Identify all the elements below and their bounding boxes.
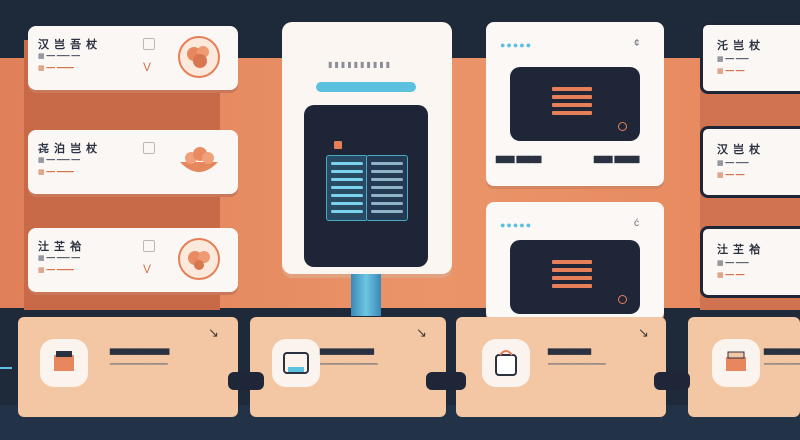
card-title: ▆▆▆▆▆▆▆▆▆▆ [320,348,374,355]
right-card-1[interactable]: 汑 岂 杖 ▦ ━━ ━━━ ▦ ━━ ━━ [700,22,800,94]
card-title: ▆▆▆▆▆▆▆▆ [548,348,592,355]
device-accent-bar [316,82,416,92]
connector-pill [654,372,690,390]
expand-arrow-icon[interactable]: ↘ [416,325,427,340]
bottom-card-4[interactable]: ▆▆▆▆▆▆▆ ━━━━━━━━━━━━━ [688,317,800,417]
tablet-corner-icon: ¢ [634,38,640,49]
screen-panel-left [326,155,368,221]
card-detail: ▦ ━━ ━━ [717,68,745,75]
tablet-header-dots: ●●●●● [500,40,533,50]
box-icon [712,339,760,387]
record-icon [618,122,627,131]
card-detail: ▦ ━━ ━━ [717,272,745,279]
card-title: 汉 岂 杖 [717,144,762,156]
checkbox-icon[interactable] [143,142,155,154]
check-mark-icon: V [143,262,152,276]
right-card-2[interactable]: 汉 岂 杖 ▦ ━━ ━━━ ▦ ━━ ━━ [700,126,800,198]
card-detail: ▦ ━━ ━━━━ [38,65,74,72]
tablet-card-2[interactable]: ●●●●● ć [486,202,664,320]
expand-arrow-icon[interactable]: ↘ [638,325,649,340]
card-subtitle: ━━━━━━━━━━━━━━━━ [110,362,168,368]
expand-arrow-icon[interactable]: ↘ [208,325,219,340]
card-title: ▆▆▆▆▆▆▆▆▆▆▆ [110,348,170,355]
record-icon [618,295,627,304]
bottom-card-2[interactable]: ▆▆▆▆▆▆▆▆▆▆ ━━━━━━━━━━━━━━━━ ↘ [250,317,446,417]
card-subtitle: ━━━━━━━━━━━━━━━━ [320,362,378,368]
left-card-2[interactable]: 㐂 泊 岂 杖 ▦ ━━ ━━━ ━━ ▦ ━━ ━━━━ [28,130,238,194]
food-bowl-icon [178,36,220,78]
checkbox-icon[interactable] [143,38,155,50]
tablet-corner-icon: ć [634,218,639,229]
edge-dash [0,367,12,369]
card-detail: ▦ ━━ ━━━━ [38,267,74,274]
box-icon [40,339,88,387]
tablet-screen [510,67,640,141]
card-title: 汢 芏 祫 [717,244,762,256]
bottom-card-1[interactable]: ▆▆▆▆▆▆▆▆▆▆▆ ━━━━━━━━━━━━━━━━ ↘ [18,317,238,417]
device-screen[interactable] [304,105,428,267]
connector-pill [426,372,466,390]
tablet-footer-right: ▆▆▆ ▆▆▆▆ [594,154,640,163]
right-card-3[interactable]: 汢 芏 祫 ▦ ━━ ━━━ ▦ ━━ ━━ [700,226,800,298]
check-mark-icon: V [143,60,152,74]
left-card-1[interactable]: 汉 岂 吾 杖 ▦ ━━ ━━━ ━━ ▦ ━━ ━━━━ V [28,26,238,90]
bag-icon [482,339,530,387]
card-subtitle: ▦ ━━ ━━━ ━━ [38,255,80,262]
tablet-header-dots: ●●●●● [500,220,533,230]
bottom-card-3[interactable]: ▆▆▆▆▆▆▆▆ ━━━━━━━━━━━━━━━━ ↘ [456,317,666,417]
screen-panel-right [366,155,408,221]
left-card-3[interactable]: 汢 芏 祫 ▦ ━━ ━━━ ━━ ▦ ━━ ━━━━ V [28,228,238,292]
device-header-text: ▮▮▮▮▮▮▮▮▮▮ [328,60,393,69]
device-icon [272,339,320,387]
device-stand [351,274,381,316]
checkbox-icon[interactable] [143,240,155,252]
tablet-screen [510,240,640,314]
tablet-card-1[interactable]: ●●●●● ¢ ▆▆▆ ▆▆▆▆ ▆▆▆ ▆▆▆▆ [486,22,664,186]
card-subtitle: ▦ ━━ ━━━ ━━ [38,157,80,164]
card-title: ▆▆▆▆▆▆▆ [764,348,800,355]
card-title: 汑 岂 杖 [717,40,762,52]
card-subtitle: ▦ ━━ ━━━ ━━ [38,53,80,60]
card-subtitle: ▦ ━━ ━━━ [717,160,749,167]
card-subtitle: ━━━━━━━━━━━━━━━━ [548,362,606,368]
card-title: 㐂 泊 岂 杖 [38,143,99,155]
card-detail: ▦ ━━ ━━ [717,172,745,179]
card-title: 汉 岂 吾 杖 [38,39,99,51]
card-subtitle: ▦ ━━ ━━━ [717,260,749,267]
card-subtitle: ▦ ━━ ━━━ [717,56,749,63]
tablet-footer-left: ▆▆▆ ▆▆▆▆ [496,154,542,163]
card-subtitle: ━━━━━━━━━━━━━ [764,362,800,368]
connector-pill [228,372,264,390]
card-title: 汢 芏 祫 [38,241,83,253]
food-bowl-icon [178,238,220,280]
card-detail: ▦ ━━ ━━━━ [38,169,74,176]
status-led-icon [334,141,342,149]
kiosk-device: ▮▮▮▮▮▮▮▮▮▮ [282,22,452,274]
food-bowl-icon [180,147,218,172]
